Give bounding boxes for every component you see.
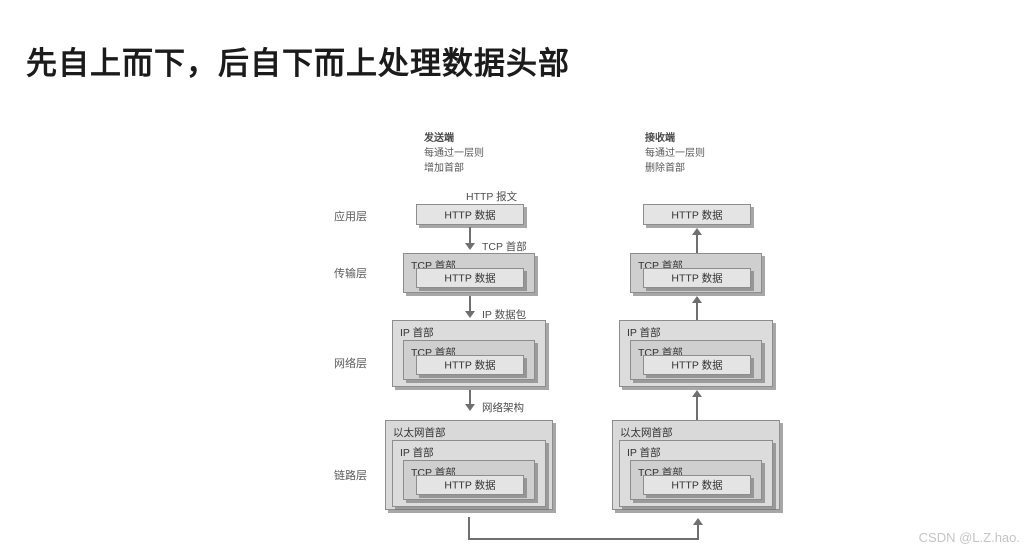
sender-network-http-data: HTTP 数据	[416, 355, 524, 375]
connector-app-to-transport	[469, 227, 471, 245]
arrow-up-transport-app-icon	[692, 228, 702, 235]
ip-header-label: IP 首部	[400, 447, 434, 459]
http-data-label: HTTP 数据	[671, 209, 723, 221]
connector-link-to-network	[696, 396, 698, 420]
flow-label-http-message: HTTP 报文	[466, 191, 518, 203]
layer-label-transport: 传输层	[334, 268, 367, 280]
watermark: CSDN @L.Z.hao.	[918, 530, 1020, 545]
http-data-label: HTTP 数据	[671, 272, 723, 285]
sender-desc-line1: 每通过一层则	[424, 148, 484, 159]
ethernet-header-label: 以太网首部	[393, 427, 446, 439]
receiver-network-http-data: HTTP 数据	[643, 355, 751, 375]
receiver-desc-line1: 每通过一层则	[645, 148, 705, 159]
receiver-heading: 接收端	[645, 133, 675, 144]
flow-label-tcp-header: TCP 首部	[482, 241, 527, 253]
arrow-up-network-transport-icon	[692, 296, 702, 303]
ip-header-label: IP 首部	[627, 447, 661, 459]
flow-label-ip-packet: IP 数据包	[482, 309, 527, 321]
arrow-down-transport-network-icon	[465, 311, 475, 318]
http-data-label: HTTP 数据	[444, 272, 496, 285]
arrow-up-link-network-icon	[692, 390, 702, 397]
receiver-application-packet: HTTP 数据	[643, 204, 751, 225]
transit-connector-down	[468, 517, 470, 540]
layer-label-application: 应用层	[334, 211, 367, 223]
ip-header-label: IP 首部	[627, 327, 661, 339]
connector-transport-to-network	[469, 296, 471, 313]
arrow-down-network-link-icon	[465, 404, 475, 411]
ip-header-label: IP 首部	[400, 327, 434, 339]
transit-connector-across	[468, 538, 699, 540]
arrow-up-transit-icon	[693, 518, 703, 525]
receiver-desc-line2: 删除首部	[645, 163, 685, 174]
receiver-heading-block: 接收端 每通过一层则 删除首部	[645, 131, 705, 176]
sender-application-packet: HTTP 数据	[416, 204, 524, 225]
sender-link-http-data: HTTP 数据	[416, 475, 524, 495]
connector-network-to-link	[469, 390, 471, 406]
http-data-label: HTTP 数据	[444, 479, 496, 492]
arrow-down-app-transport-icon	[465, 243, 475, 250]
sender-heading: 发送端	[424, 133, 454, 144]
http-data-label: HTTP 数据	[671, 479, 723, 492]
sender-heading-block: 发送端 每通过一层则 增加首部	[424, 131, 484, 176]
http-data-label: HTTP 数据	[444, 209, 496, 221]
layer-label-link: 链路层	[334, 470, 367, 482]
connector-network-to-transport	[696, 302, 698, 320]
receiver-link-http-data: HTTP 数据	[643, 475, 751, 495]
ethernet-header-label: 以太网首部	[620, 427, 673, 439]
connector-transport-to-app	[696, 234, 698, 253]
receiver-transport-http-data: HTTP 数据	[643, 268, 751, 288]
page-title: 先自上而下，后自下而上处理数据头部	[26, 46, 570, 81]
sender-desc-line2: 增加首部	[424, 163, 464, 174]
flow-label-network-architecture: 网络架构	[482, 402, 524, 414]
sender-transport-http-data: HTTP 数据	[416, 268, 524, 288]
layer-label-network: 网络层	[334, 358, 367, 370]
http-data-label: HTTP 数据	[671, 359, 723, 372]
transit-connector-up	[697, 524, 699, 539]
http-data-label: HTTP 数据	[444, 359, 496, 372]
